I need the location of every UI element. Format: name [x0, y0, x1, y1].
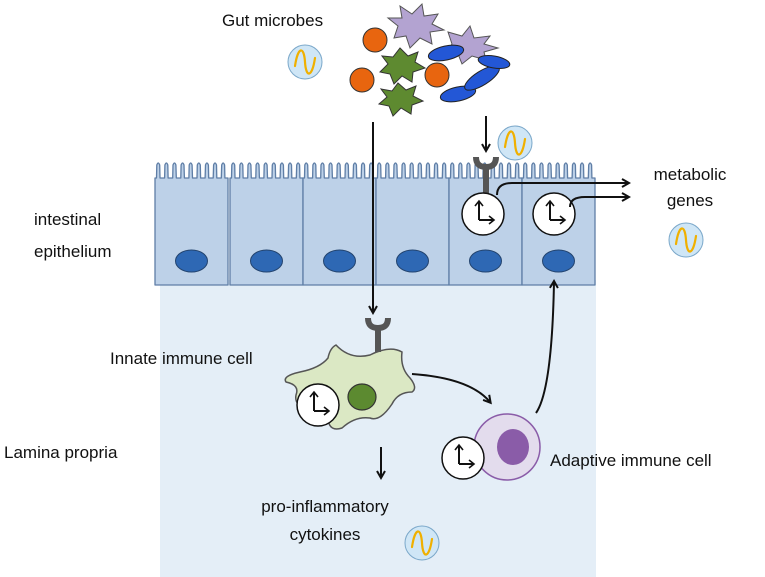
receptor-icon: [473, 156, 499, 195]
gut-microbes-label: Gut microbes: [222, 11, 324, 30]
rhythm-wave-icon: [287, 44, 323, 80]
nucleus: [250, 249, 283, 273]
microbe-icon: [477, 54, 511, 70]
cytokines-label-line2: cytokines: [289, 525, 361, 544]
epithelial-cell: [154, 162, 229, 286]
nucleus: [323, 249, 356, 273]
rhythm-wave-icon: [404, 525, 440, 561]
clock-to-metabolic-genes-arrow-1: [496, 183, 628, 196]
clock-icon: [532, 192, 576, 236]
rhythm-wave-icon: [668, 222, 704, 258]
microbe-icon: [378, 47, 427, 85]
clock-icon: [296, 383, 340, 427]
microbe-icon: [427, 44, 465, 62]
nucleus: [542, 249, 575, 273]
adaptive-cell-nucleus: [497, 429, 529, 465]
clock-to-metabolic-genes-arrow-2: [569, 197, 628, 208]
lamina-propria-label: Lamina propria: [4, 443, 118, 462]
clock-icon: [441, 436, 485, 480]
nucleus: [469, 249, 502, 273]
epithelial-cell: [302, 162, 377, 286]
adaptive-to-epithelium-arrow: [535, 282, 554, 414]
metabolic-genes-label-line1: metabolic: [653, 165, 727, 184]
innate-cell-nucleus: [347, 383, 377, 411]
nucleus: [396, 249, 429, 273]
microbe-icon: [424, 62, 450, 88]
innate-immune-cell-label: Innate immune cell: [110, 349, 253, 368]
cytokines-label-line1: pro-inflammatory: [261, 497, 389, 516]
nucleus: [175, 249, 208, 273]
adaptive-immune-cell-label: Adaptive immune cell: [550, 451, 712, 470]
epithelial-cell: [375, 162, 450, 286]
rhythm-wave-icon: [497, 125, 533, 161]
receptor-icon: [365, 317, 391, 352]
clock-icon: [461, 192, 505, 236]
microbe-icon: [386, 2, 446, 49]
microbe-icon: [377, 82, 425, 117]
intestinal-epithelium-label-line2: epithelium: [34, 242, 112, 261]
microbe-icon: [362, 27, 388, 53]
epithelial-cell: [229, 162, 304, 286]
arrows: [373, 116, 628, 477]
gut-microbes: [349, 2, 511, 117]
microbe-icon: [349, 67, 375, 93]
metabolic-genes-label-line2: genes: [666, 191, 714, 210]
innate-to-adaptive-arrow: [411, 373, 490, 402]
intestinal-epithelium: [154, 162, 596, 286]
intestinal-epithelium-label-line1: intestinal: [34, 210, 102, 229]
